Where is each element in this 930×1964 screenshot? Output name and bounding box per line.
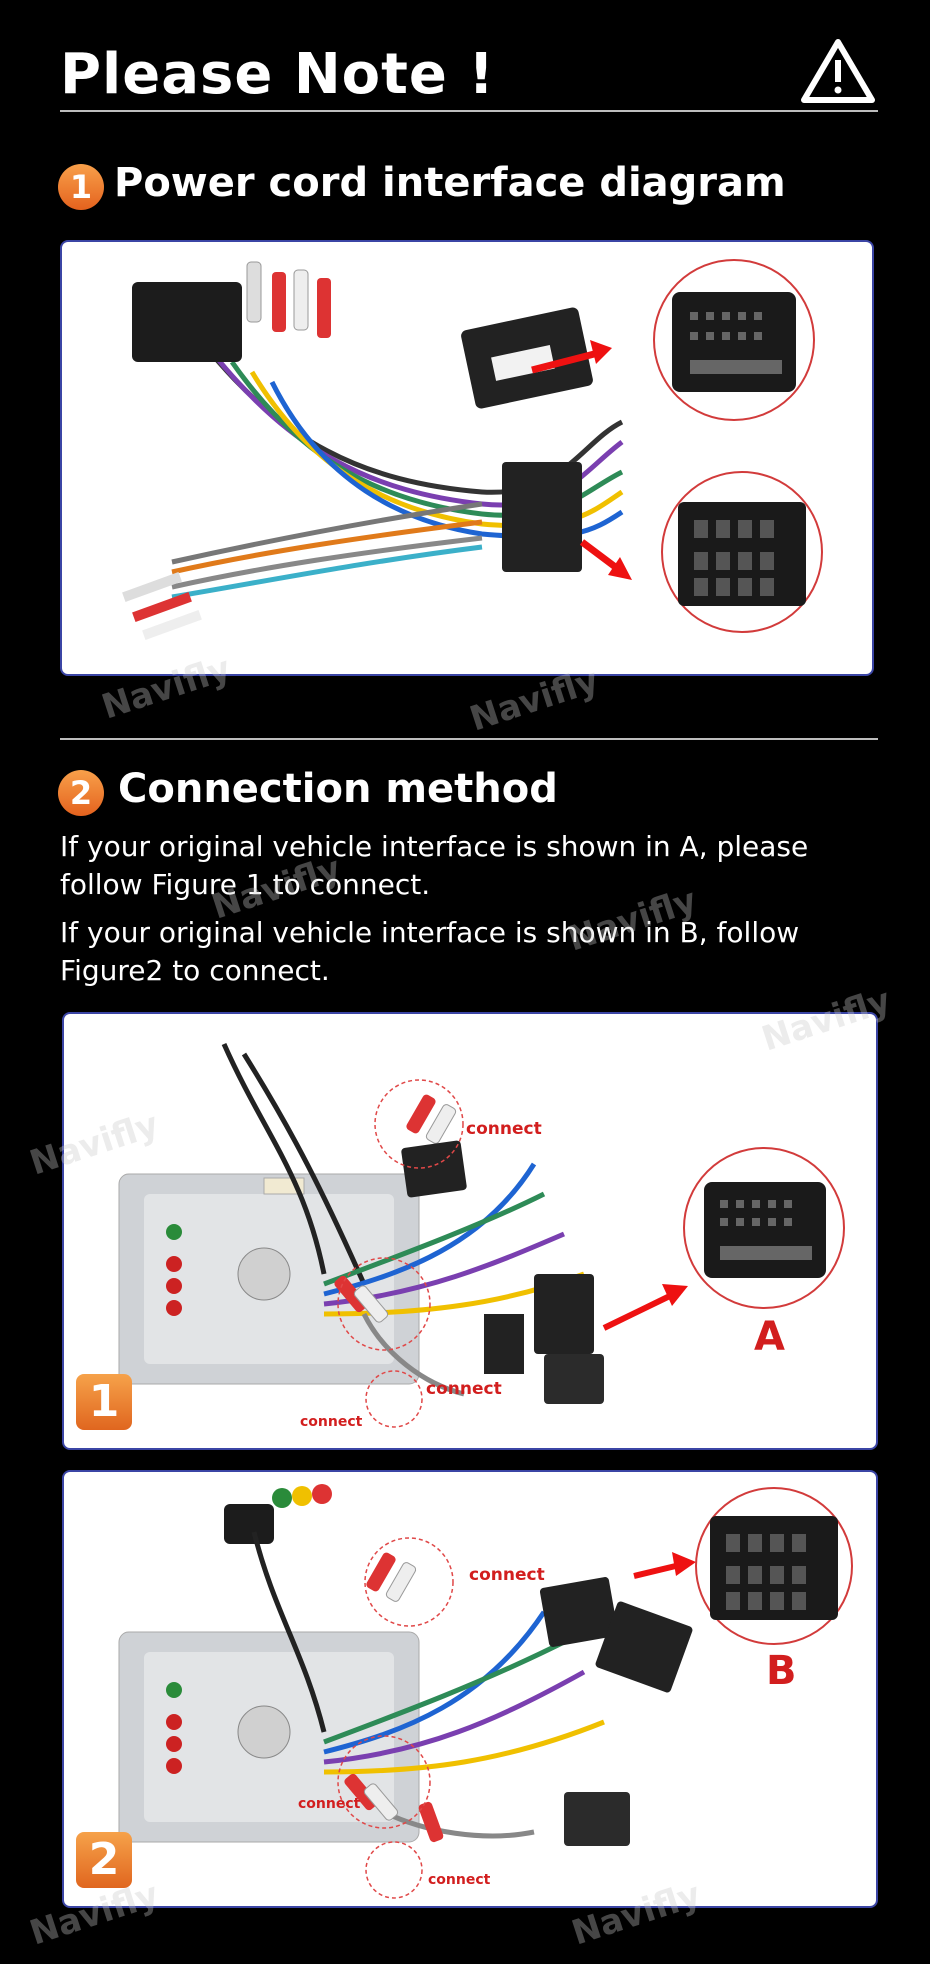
interface-b-label: B	[766, 1648, 797, 1694]
warning-triangle-icon	[801, 39, 875, 103]
instruction-a-text: If your original vehicle interface is sh…	[60, 830, 809, 901]
connect-label: connect	[426, 1379, 502, 1399]
figure-1-badge: 1	[76, 1374, 132, 1430]
figure-2-panel: connect connect connect B	[62, 1470, 878, 1908]
interface-a-label: A	[754, 1314, 785, 1360]
page-title: Please Note !	[60, 42, 495, 107]
connect-label: connect	[428, 1872, 491, 1888]
section-1-number: 1	[58, 164, 104, 210]
section-divider	[60, 738, 878, 740]
power-cord-diagram-panel	[60, 240, 874, 676]
figure-1-panel: connect connect connect A	[62, 1012, 878, 1450]
figure-2-badge: 2	[76, 1832, 132, 1888]
instruction-b-text: If your original vehicle interface is sh…	[60, 916, 800, 987]
header-divider	[60, 110, 878, 112]
section-2-number: 2	[58, 770, 104, 816]
figure-2-wiring-image: connect connect connect B	[118, 1484, 853, 1899]
section-1-title: Power cord interface diagram	[114, 160, 786, 206]
section-2-title: Connection method	[118, 766, 558, 812]
connect-label: connect	[469, 1565, 545, 1585]
figure-1-wiring-image: connect connect connect A	[118, 1042, 845, 1430]
connect-label: connect	[300, 1414, 363, 1430]
power-cord-harness-image	[122, 259, 823, 640]
connect-label: connect	[466, 1119, 542, 1139]
connect-label: connect	[298, 1796, 361, 1812]
